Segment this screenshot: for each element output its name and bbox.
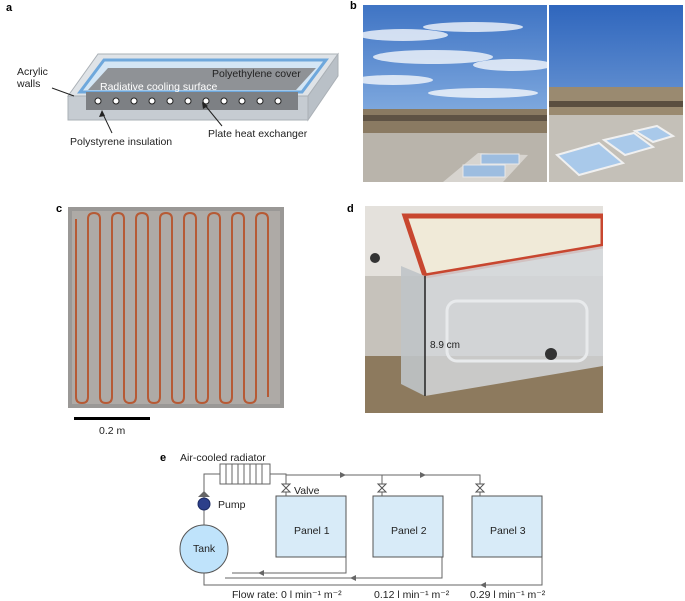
panel-2-box [372, 495, 444, 558]
panel-letter-c: c [56, 203, 63, 215]
tank-icon [179, 524, 229, 574]
panel-letter-d: d [347, 203, 354, 215]
radiative-cooling-surface-label: Radiative cooling surface [100, 81, 218, 93]
insulation-band [86, 92, 298, 110]
panel-3-label: Panel 3 [490, 525, 526, 537]
panel-closeup-photo [365, 206, 603, 413]
radiator-fins [225, 464, 263, 484]
flow-arrows [198, 472, 486, 588]
heat-exchanger-photo [68, 207, 284, 408]
polystyrene-insulation-label: Polystyrene insulation [70, 136, 173, 148]
acrylic-arrow [51, 87, 75, 97]
radiative-surface-shape [88, 68, 316, 90]
heat-exchanger-tubes [94, 97, 282, 105]
rooftop-photo-wide [363, 5, 547, 182]
flow-rate-3-label: 0.29 l min⁻¹ m⁻² [470, 589, 546, 601]
scale-bar-label: 0.2 m [99, 425, 126, 437]
scale-bar [74, 417, 150, 420]
flow-rate-1-label: Flow rate: 0 l min⁻¹ m⁻² [232, 589, 342, 601]
valve-label: Valve [294, 485, 320, 497]
pump-icon [197, 497, 211, 511]
panel-letter-a: a [6, 2, 13, 14]
tank-label: Tank [193, 543, 216, 555]
panel-1-label: Panel 1 [294, 525, 330, 537]
polyethylene-cover-label: Polyethylene cover [212, 68, 301, 80]
plate-heat-exchanger-label: Plate heat exchanger [208, 128, 308, 140]
panel-letter-b: b [350, 0, 357, 12]
serpentine-tube [75, 211, 269, 405]
flow-rate-2-label: 0.12 l min⁻¹ m⁻² [374, 589, 450, 601]
exchanger-arrow [203, 103, 223, 127]
height-label: 8.9 cm [430, 340, 461, 351]
rooftop-photo-close [549, 5, 683, 182]
panel-1-box [275, 495, 347, 558]
valve-icons [280, 483, 486, 493]
panel-2-label: Panel 2 [391, 525, 427, 537]
acrylic-walls-label: Acrylic walls [17, 66, 48, 90]
radiator-label: Air-cooled radiator [180, 452, 266, 464]
panel-a-schematic [51, 52, 339, 134]
pump-label: Pump [218, 499, 246, 511]
panel-letter-e: e [160, 452, 167, 464]
panel-3-box [471, 495, 543, 558]
